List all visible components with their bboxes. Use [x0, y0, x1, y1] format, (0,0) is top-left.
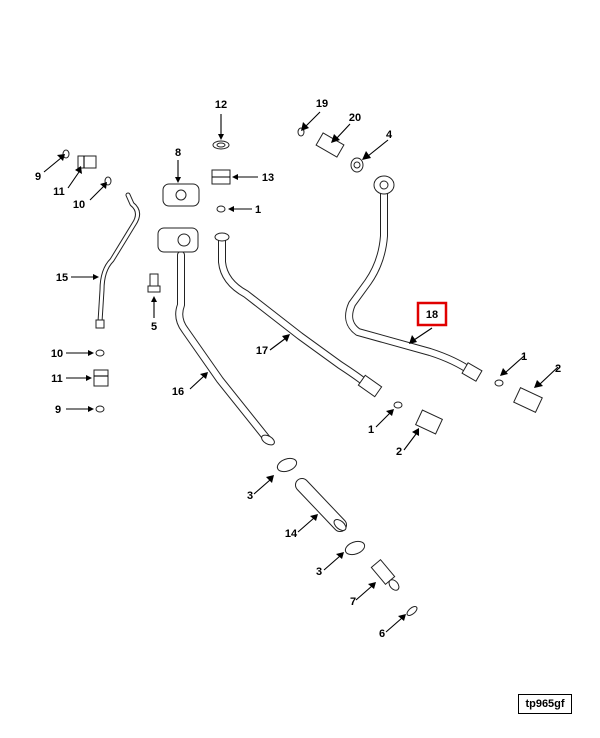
- callout-13: 13: [262, 172, 274, 184]
- fitting-11-top: [77, 155, 97, 169]
- callout-8: 8: [175, 147, 181, 159]
- callout-11: 11: [51, 373, 63, 385]
- washer-12: [212, 140, 230, 150]
- fitting-7: [370, 559, 400, 591]
- callout-1: 1: [255, 204, 261, 216]
- callout-18: 18: [426, 309, 438, 321]
- callout-2: 2: [396, 446, 402, 458]
- callout-10: 10: [73, 199, 85, 211]
- callout-9: 9: [55, 404, 61, 416]
- callout-4: 4: [386, 129, 393, 141]
- callout-12: 12: [215, 99, 227, 111]
- callout-19: 19: [316, 98, 328, 110]
- gasket-8: [162, 183, 200, 207]
- callout-labels: 12 19 20 4 8 13 1 9 11 10 15 5 10 11 9 1…: [35, 98, 561, 640]
- leader-lines: [43, 111, 559, 633]
- callout-5: 5: [151, 321, 157, 333]
- callout-3: 3: [316, 566, 322, 578]
- callout-1: 1: [521, 351, 527, 363]
- highlight-box-18: [416, 301, 448, 327]
- callout-9: 9: [35, 171, 41, 183]
- elbow-3-lower: [344, 540, 366, 556]
- flange: [157, 227, 199, 253]
- callout-6: 6: [379, 628, 385, 640]
- callout-7: 7: [350, 596, 356, 608]
- fitting-9-bottom: [95, 405, 105, 413]
- hose-15: [95, 192, 140, 329]
- callout-20: 20: [349, 112, 361, 124]
- bolt-5: [147, 273, 161, 293]
- washer-4: [350, 157, 364, 173]
- sleeve-14: [295, 478, 347, 532]
- oring-1-right: [494, 379, 504, 387]
- fitting-10-bottom: [95, 349, 105, 357]
- oring-1-mid: [393, 401, 403, 409]
- callout-1: 1: [368, 424, 374, 436]
- fitting-13: [211, 169, 231, 185]
- oring-1-top: [216, 205, 226, 213]
- callout-2: 2: [555, 363, 561, 375]
- elbow-3-upper: [276, 457, 298, 473]
- callout-15: 15: [56, 272, 68, 284]
- callout-10: 10: [51, 348, 63, 360]
- tube-17: [214, 232, 383, 398]
- callout-14: 14: [285, 528, 298, 540]
- callout-3: 3: [247, 490, 253, 502]
- callout-17: 17: [256, 345, 268, 357]
- fitting-9-top: [62, 149, 70, 159]
- clip-6: [406, 606, 418, 616]
- fitting-11-bottom: [93, 369, 109, 387]
- callout-16: 16: [172, 386, 184, 398]
- callout-11: 11: [53, 186, 65, 198]
- tube-18: [345, 175, 483, 382]
- drawing-id-label: tp965gf: [518, 694, 572, 714]
- fitting-2-mid: [414, 409, 444, 435]
- fitting-20: [315, 132, 345, 158]
- tube-16: [175, 251, 275, 446]
- fitting-2-right: [513, 387, 543, 413]
